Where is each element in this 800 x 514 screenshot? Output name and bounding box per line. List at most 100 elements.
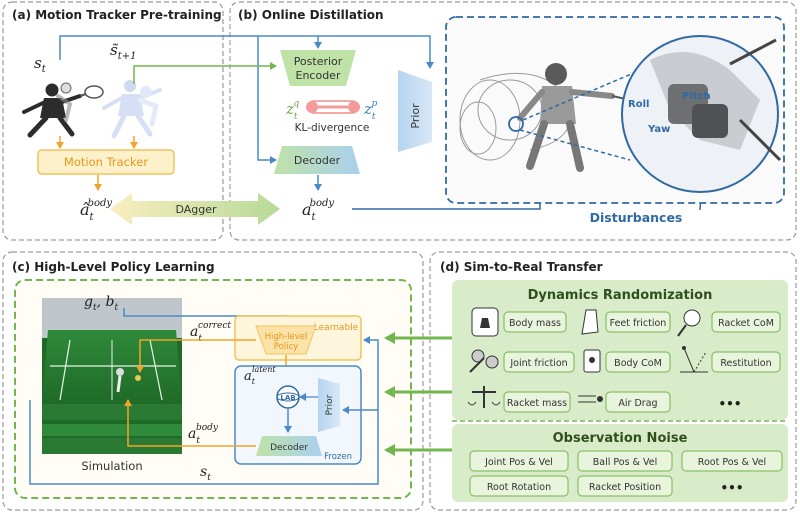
arrow-decoder-to-sim: [124, 399, 256, 447]
panel-c: Simulation gt, bt atcorrect Learnable Hi…: [14, 279, 464, 499]
prior-box: [398, 70, 432, 152]
reference-motion-illustration: [102, 80, 162, 139]
z-p: ztp: [363, 99, 378, 122]
restitution-icon: [680, 346, 708, 373]
a-correct: atcorrect: [190, 321, 231, 344]
s-t-c: st: [200, 464, 211, 483]
panel-a: st s̃t+1 Motion Tracker ât: [22, 41, 175, 223]
panel-c-title: (c) High-Level Policy Learning: [12, 260, 215, 274]
c-prior-label: Prior: [325, 394, 335, 415]
panel-b-frame: [229, 1, 797, 241]
simulation-label: Simulation: [81, 459, 142, 473]
joint-icon: [469, 349, 499, 373]
arrow-s-to-decoder: [257, 36, 277, 164]
dyn-title: Dynamics Randomization: [528, 288, 713, 303]
decoder-box: [274, 146, 360, 174]
dyn-item: Racket mass: [507, 398, 567, 409]
zoom-link-bottom: [519, 129, 631, 161]
c-decoder-label: Decoder: [270, 443, 308, 453]
c-prior-box: [318, 378, 340, 432]
frozen-label: Frozen: [324, 452, 352, 462]
racket-icon: [677, 309, 701, 337]
dyn-item: Joint friction: [509, 358, 567, 369]
obs-item: Racket Position: [589, 482, 661, 493]
obs-item-pill: [577, 450, 673, 472]
dyn-item: Feet friction: [610, 318, 667, 329]
dyn-more: •••: [718, 397, 741, 411]
body-mass-icon: [471, 307, 499, 337]
dyn-item-pill: [711, 351, 781, 373]
arrow-snext-to-posterior: [133, 62, 277, 84]
hl-policy-label-2: Policy: [274, 342, 298, 352]
a-latent: atlatent: [244, 365, 276, 386]
dyn-item-pill: [605, 351, 671, 373]
posterior-label-1: Posterior: [294, 55, 343, 68]
roll-label: Roll: [628, 99, 649, 110]
hl-policy-label-1: High-level: [265, 332, 308, 342]
yaw-label: Yaw: [647, 124, 670, 135]
dyn-item-pill: [503, 391, 571, 413]
c-decoder-box: [256, 436, 322, 456]
kl-node-left: [306, 101, 318, 113]
dyn-item: Air Drag: [618, 398, 657, 409]
obs-item: Root Pos & Vel: [698, 457, 766, 468]
prior-label: Prior: [409, 103, 422, 129]
dyn-item-pill: [605, 311, 671, 333]
obs-item-pill: [469, 450, 569, 472]
pitch-label: Pitch: [682, 91, 711, 102]
a-body-c: atbody: [188, 423, 219, 446]
air-drag-icon: [578, 395, 603, 403]
wrist-joint-illustration: [650, 38, 782, 162]
panel-a-title: (a) Motion Tracker Pre-training: [12, 8, 222, 22]
obs-item: Ball Pos & Vel: [593, 457, 657, 468]
decoder-label: Decoder: [294, 154, 341, 167]
dagger-arrow: [110, 193, 280, 225]
simulation-image: [42, 298, 182, 454]
obs-more: •••: [720, 481, 743, 495]
panel-a-frame: [2, 1, 224, 241]
a-body-b: atbody: [302, 198, 334, 223]
dyn-item: Body mass: [509, 318, 561, 329]
dyn-item-pill: [503, 351, 575, 373]
scale-icon: [467, 386, 501, 408]
dyn-item-pill: [503, 311, 567, 333]
learnable-label: Learnable: [314, 323, 359, 333]
obs-item: Root Rotation: [487, 482, 551, 493]
kl-divergence-label: KL-divergence: [295, 122, 370, 134]
panel-b-title: (b) Online Distillation: [238, 8, 384, 22]
posterior-encoder-box: [280, 50, 356, 86]
foot-icon: [581, 309, 599, 335]
high-level-policy-box: [255, 325, 317, 355]
panel-d-frame: [429, 251, 797, 511]
disturbances-label: Disturbances: [590, 210, 683, 225]
dyn-item: Racket CoM: [718, 318, 774, 329]
panel-d: Dynamics Randomization Observation Noise…: [452, 280, 788, 502]
obs-item-pill: [577, 475, 673, 497]
state-s-t: st: [34, 54, 47, 75]
dyn-item-pill: [605, 391, 671, 413]
arrow-s-to-prior: [59, 35, 434, 69]
dyn-item-pill: [711, 311, 781, 333]
arrow-correct-to-sim: [136, 339, 256, 373]
arrow-state-feedback: [29, 336, 379, 485]
panel-b: Posterior Encoder ztq ztp KL-divergence …: [59, 16, 785, 225]
robot-player-illustration: [22, 82, 104, 138]
state-s-next: s̃t+1: [110, 41, 136, 62]
robot-com-icon: [583, 349, 601, 373]
kl-node-right: [348, 101, 360, 113]
dyn-item: Body CoM: [614, 358, 662, 369]
obs-item: Joint Pos & Vel: [484, 457, 553, 468]
posterior-label-2: Encoder: [296, 69, 341, 82]
motion-tracker-label: Motion Tracker: [64, 155, 148, 169]
obs-title: Observation Noise: [553, 431, 688, 446]
goal-ball-state: gt, bt: [84, 294, 118, 313]
panel-c-frame: [2, 251, 424, 511]
panel-d-title: (d) Sim-to-Real Transfer: [440, 260, 603, 274]
a-hat-body: âtbody: [80, 198, 112, 223]
obs-item-pill: [681, 450, 783, 472]
lab-label: LAB: [280, 394, 295, 402]
obs-item-pill: [469, 475, 569, 497]
dagger-label: DAgger: [175, 203, 217, 216]
